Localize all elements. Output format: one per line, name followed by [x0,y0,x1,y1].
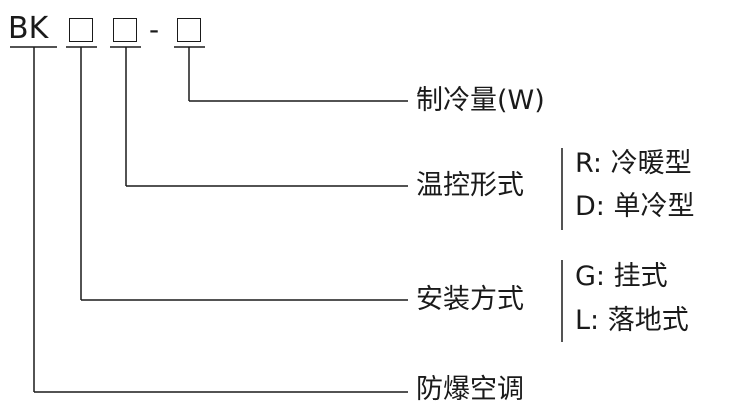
code-box-capacity [177,18,201,42]
field-label-install: 安装方式 [416,284,524,315]
option-wall-mount: G: 挂式 [575,261,668,292]
option-cool-only: D: 单冷型 [575,191,695,222]
code-box-control [113,18,137,42]
field-label-explosion-proof: 防爆空调 [416,374,524,405]
code-box-install [69,18,93,42]
field-label-capacity: 制冷量(W) [416,85,545,116]
field-label-control: 温控形式 [416,170,524,201]
code-separator: - [149,13,160,46]
option-floor-stand: L: 落地式 [575,305,689,336]
option-heat-cool: R: 冷暖型 [575,148,692,179]
code-prefix: BK [8,11,49,46]
